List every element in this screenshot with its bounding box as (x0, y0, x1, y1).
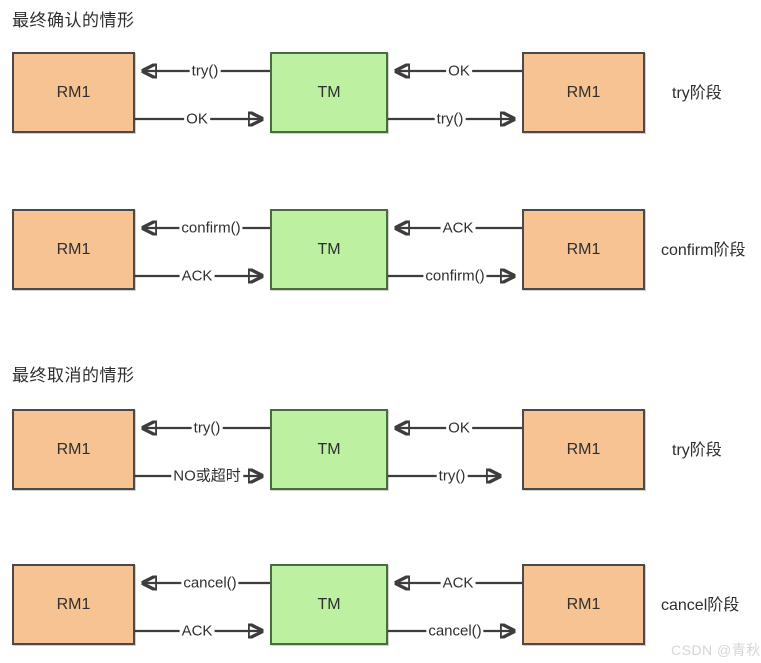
node-label: RM1 (566, 595, 601, 613)
node-label: TM (317, 240, 341, 258)
node-label: RM1 (566, 83, 601, 101)
section-title-confirm-scenario: 最终确认的情形 (12, 11, 135, 30)
node-label: RM1 (56, 440, 91, 458)
edge-label-right-to-tm-row4: ACK (440, 574, 476, 592)
section-title-cancel-scenario: 最终取消的情形 (12, 366, 135, 385)
node-rm1-right-row1[interactable]: RM1 (522, 52, 645, 133)
watermark-text: CSDN @青秋. (671, 642, 761, 658)
node-label: RM1 (56, 83, 91, 101)
edge-label-tm-to-left-row2: confirm() (179, 219, 243, 237)
edge-label-tm-to-right-row1: try() (434, 110, 466, 128)
phase-label-row4: cancel阶段 (661, 597, 740, 614)
node-rm1-left-row3[interactable]: RM1 (12, 409, 135, 490)
edge-label-tm-to-right-row3: try() (436, 467, 468, 485)
phase-label-row1: try阶段 (672, 85, 722, 102)
node-label: TM (317, 83, 341, 101)
edge-label-left-to-tm-row4: ACK (179, 622, 215, 640)
node-rm1-right-row2[interactable]: RM1 (522, 209, 645, 290)
node-tm-row1[interactable]: TM (270, 52, 388, 133)
node-label: RM1 (566, 240, 601, 258)
node-tm-row2[interactable]: TM (270, 209, 388, 290)
phase-label-row3: try阶段 (672, 442, 722, 459)
edge-label-tm-to-right-row2: confirm() (423, 267, 487, 285)
edge-label-right-to-tm-row1: OK (446, 62, 472, 80)
edge-label-tm-to-left-row4: cancel() (181, 574, 239, 592)
node-rm1-left-row2[interactable]: RM1 (12, 209, 135, 290)
node-rm1-right-row4[interactable]: RM1 (522, 564, 645, 645)
edge-label-right-to-tm-row3: OK (446, 419, 472, 437)
edge-label-tm-to-left-row3: try() (191, 419, 223, 437)
edge-label-tm-to-left-row1: try() (189, 62, 221, 80)
node-rm1-left-row1[interactable]: RM1 (12, 52, 135, 133)
node-label: RM1 (566, 440, 601, 458)
node-label: RM1 (56, 595, 91, 613)
node-tm-row4[interactable]: TM (270, 564, 388, 645)
node-rm1-right-row3[interactable]: RM1 (522, 409, 645, 490)
node-label: TM (317, 440, 341, 458)
phase-label-row2: confirm阶段 (661, 242, 746, 259)
edge-label-left-to-tm-row1: OK (184, 110, 210, 128)
node-label: RM1 (56, 240, 91, 258)
node-rm1-left-row4[interactable]: RM1 (12, 564, 135, 645)
edge-label-left-to-tm-row2: ACK (179, 267, 215, 285)
edge-label-left-to-tm-row3: NO或超时 (171, 467, 243, 485)
node-label: TM (317, 595, 341, 613)
edge-label-right-to-tm-row2: ACK (440, 219, 476, 237)
edge-label-tm-to-right-row4: cancel() (426, 622, 484, 640)
node-tm-row3[interactable]: TM (270, 409, 388, 490)
